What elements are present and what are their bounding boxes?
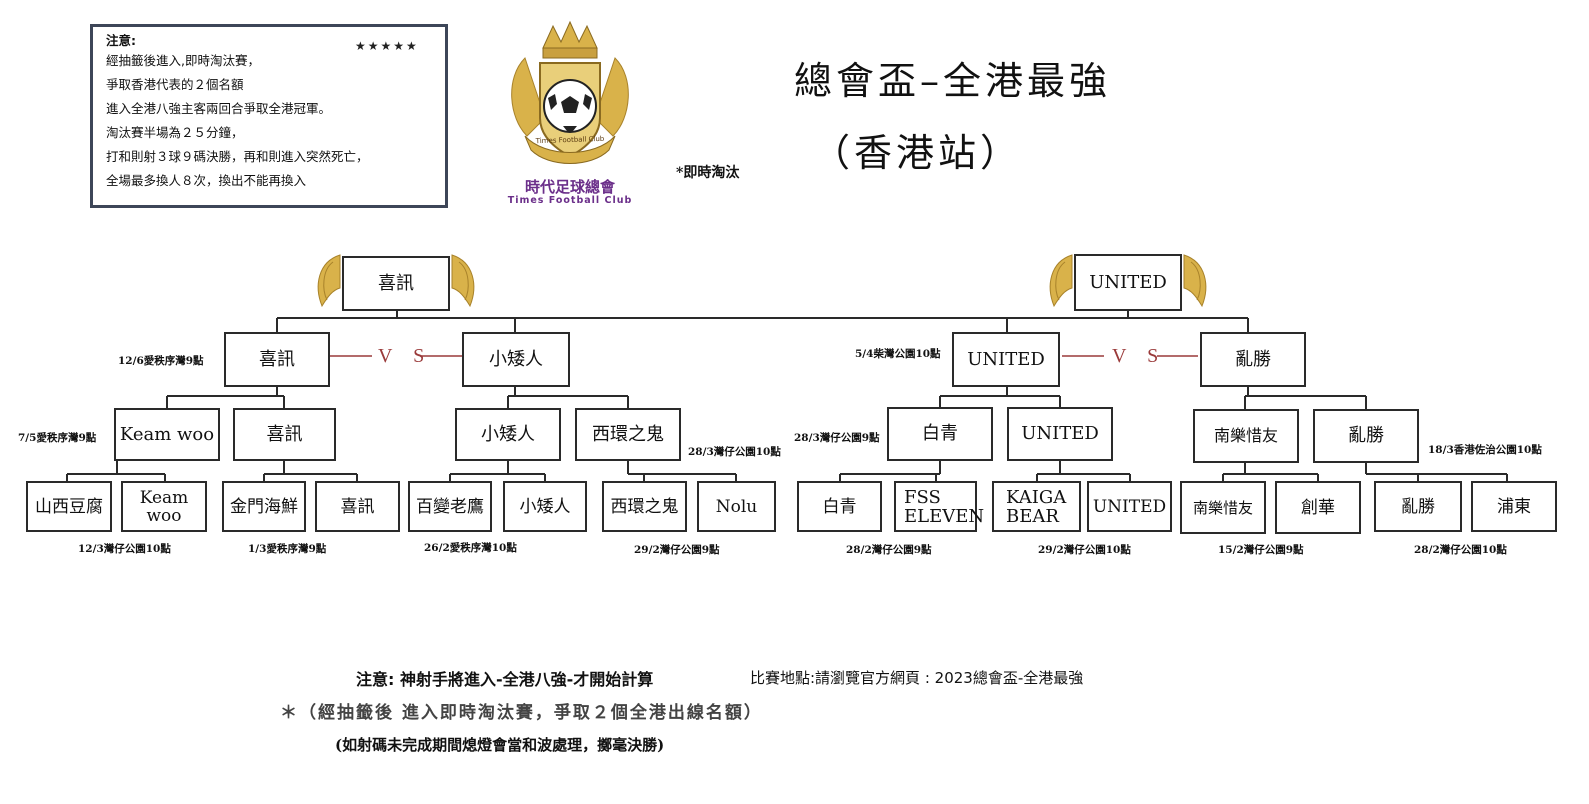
notice-box: 注意: 經抽籤後進入,即時淘汰賽， 爭取香港代表的２個名額 進入全港八強主客兩回… — [90, 24, 448, 208]
r1-match1-team-b: Keam woo — [121, 481, 207, 532]
notice-line: 進入全港八強主客兩回合爭取全港冠軍。 — [106, 101, 332, 116]
notice-heading: 注意: — [106, 33, 136, 48]
r1-match4-team-b: Nolu — [697, 481, 776, 532]
footer-draw-note: ＊（經抽籤後 進入即時淘汰賽，爭取２個全港出線名額） — [280, 703, 763, 723]
r1-match1-date: 12/3灣仔公園10點 — [78, 543, 171, 555]
quarter-2-date: 28/3灣仔公園10點 — [688, 446, 781, 458]
notice-line: 經抽籤後進入,即時淘汰賽， — [106, 53, 260, 68]
r1-match4-team-a: 西環之鬼 — [602, 481, 687, 532]
quarter-1-team-b: 喜訊 — [233, 408, 336, 461]
r1-match3-team-a: 百變老鷹 — [408, 481, 492, 532]
logo-name-en: Times Football Club — [507, 195, 633, 206]
team-name-line: BEAR — [1006, 505, 1059, 527]
quarter-4-team-a: 南樂惜友 — [1193, 409, 1299, 463]
knockout-note: *即時淘汰 — [676, 165, 740, 181]
team-name-line: ELEVEN — [904, 505, 985, 527]
quarter-3-team-b: UNITED — [1007, 407, 1113, 461]
notice-line: 全場最多換人８次，換出不能再換入 — [106, 173, 307, 188]
quarter-4-date: 18/3香港佐治公園10點 — [1428, 444, 1542, 456]
r1-match5-team-a: 白青 — [797, 481, 882, 532]
r1-match7-team-a: 南樂惜友 — [1180, 481, 1266, 534]
r1-match5-date: 28/2灣仔公園9點 — [846, 544, 932, 556]
r1-match2-team-b: 喜訊 — [315, 481, 400, 532]
footer-note: 注意: 神射手將進入-全港八強-才開始計算 — [356, 670, 654, 689]
stars-decoration: ★★★★★ — [355, 39, 419, 53]
logo-name-zh: 時代足球總會 — [524, 178, 615, 196]
page-subtitle: （香港站） — [812, 131, 1023, 175]
semi-left-team-b: 小矮人 — [462, 332, 570, 387]
team-name-line: KAIGA — [1006, 486, 1067, 508]
quarter-3-date: 28/3灣仔公園9點 — [794, 432, 880, 444]
semi-right-team-b: 亂勝 — [1200, 332, 1306, 387]
r1-match6-team-b: UNITED — [1087, 481, 1172, 532]
vs-label-right: V S — [1112, 345, 1167, 367]
page-title: 總會盃–全港最強 — [794, 59, 1112, 103]
left-wings-decoration — [317, 254, 475, 308]
r1-match8-team-b: 浦東 — [1471, 481, 1557, 532]
quarter-2-team-a: 小矮人 — [455, 408, 561, 461]
footer-venue: 比賽地點:請瀏覽官方網頁 : 2023總會盃-全港最強 — [750, 669, 1084, 687]
quarter-2-team-b: 西環之鬼 — [575, 408, 681, 461]
r1-match3-team-b: 小矮人 — [503, 481, 587, 532]
r1-match7-team-b: 創華 — [1275, 481, 1361, 534]
final-left-team: 喜訊 — [342, 256, 450, 311]
final-right-team: UNITED — [1074, 254, 1182, 311]
r1-match1-team-a: 山西豆腐 — [26, 481, 112, 532]
notice-line: 打和則射３球９碼決勝，再和則進入突然死亡， — [106, 149, 369, 164]
r1-match3-date: 26/2愛秩序灣10點 — [424, 542, 517, 554]
team-name-line: FSS — [904, 486, 941, 508]
r1-match4-date: 29/2灣仔公園9點 — [634, 544, 720, 556]
quarter-1-team-a: Keam woo — [114, 408, 220, 461]
r1-match8-team-a: 亂勝 — [1374, 481, 1462, 532]
semi-right-date: 5/4柴灣公園10點 — [855, 348, 941, 360]
semi-right-team-a: UNITED — [952, 332, 1060, 387]
vs-label-left: V S — [378, 345, 433, 367]
quarter-4-team-b: 亂勝 — [1313, 409, 1419, 463]
right-wings-decoration — [1049, 254, 1207, 308]
r1-match2-team-a: 金門海鮮 — [222, 481, 306, 532]
r1-match6-date: 29/2灣仔公園10點 — [1038, 544, 1131, 556]
quarter-1-date: 7/5愛秩序灣9點 — [18, 432, 97, 444]
footer-penalty-note: (如射碼未完成期間熄燈會當和波處理，擲毫決勝) — [335, 736, 665, 754]
notice-line: 淘汰賽半場為２５分鐘， — [106, 125, 244, 140]
club-logo: Times Football Club 時代足球總會 Times Footbal… — [505, 18, 635, 210]
semi-left-date: 12/6愛秩序灣9點 — [118, 355, 204, 367]
semi-left-team-a: 喜訊 — [224, 332, 330, 387]
r1-match8-date: 28/2灣仔公園10點 — [1414, 544, 1507, 556]
notice-line: 爭取香港代表的２個名額 — [106, 77, 244, 92]
r1-match2-date: 1/3愛秩序灣9點 — [248, 543, 327, 555]
quarter-3-team-a: 白青 — [887, 407, 993, 461]
r1-match7-date: 15/2灣仔公園9點 — [1218, 544, 1304, 556]
